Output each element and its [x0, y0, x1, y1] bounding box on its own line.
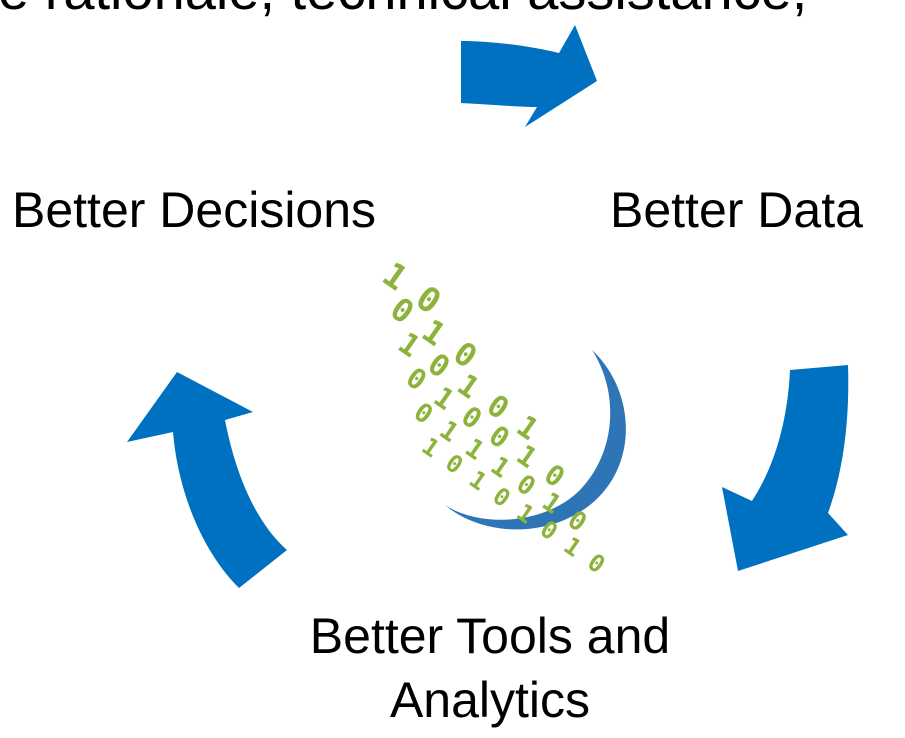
label-better-tools-and-analytics: Better Tools and Analytics	[230, 604, 750, 732]
arrow-decisions-to-data-icon	[461, 25, 597, 127]
label-tools-line-2: Analytics	[389, 672, 591, 728]
header-partial-text: e rationale, technical assistance,	[0, 0, 905, 26]
label-better-data: Better Data	[610, 182, 863, 238]
label-tools-line-1: Better Tools and	[309, 608, 671, 664]
arrow-tools-to-decisions-icon	[127, 372, 287, 588]
label-better-decisions: Better Decisions	[12, 182, 377, 238]
arrow-data-to-tools-icon	[722, 365, 849, 571]
